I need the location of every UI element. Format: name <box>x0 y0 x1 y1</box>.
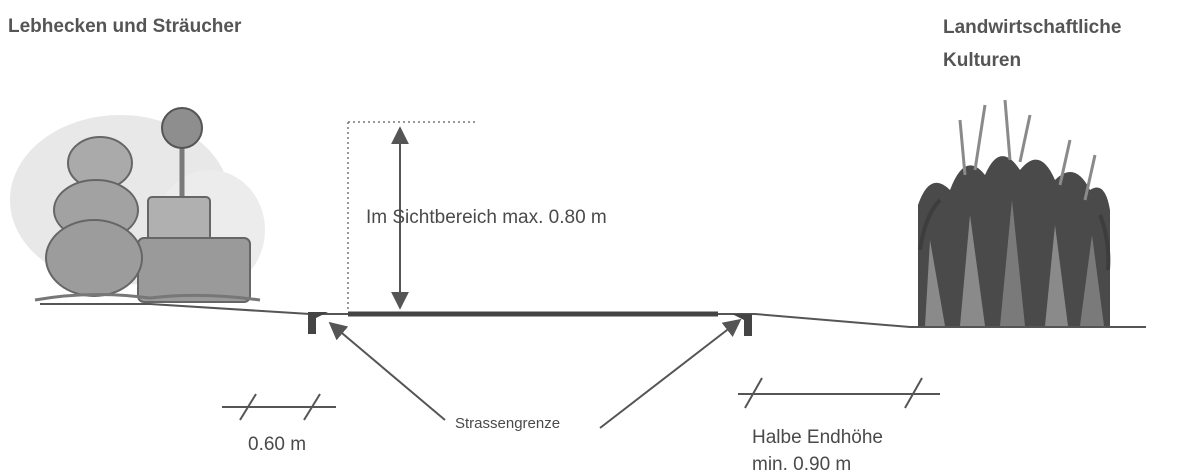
left-heading: Lebhecken und Sträucher <box>8 16 242 37</box>
left-distance-label: 0.60 m <box>248 434 306 455</box>
road-boundary-arrow-right <box>599 318 742 429</box>
visibility-zone <box>347 121 478 312</box>
road-boundary-arrow-left <box>328 321 446 421</box>
right-distance-line2: min. 0.90 m <box>752 454 851 475</box>
road-boundary-label: Strassengrenze <box>455 415 560 432</box>
boundary-marker-icon <box>308 312 328 334</box>
right-dimension <box>738 377 940 409</box>
left-dimension <box>222 393 336 421</box>
right-heading-line1: Landwirtschaftliche <box>943 17 1121 38</box>
hedge-shrubs-illustration <box>10 107 265 303</box>
corn-field-illustration <box>918 99 1111 326</box>
boundary-marker-icon <box>732 314 752 336</box>
visibility-label: Im Sichtbereich max. 0.80 m <box>366 207 607 228</box>
right-heading-line2: Kulturen <box>943 50 1021 71</box>
right-distance-line1: Halbe Endhöhe <box>752 427 883 448</box>
